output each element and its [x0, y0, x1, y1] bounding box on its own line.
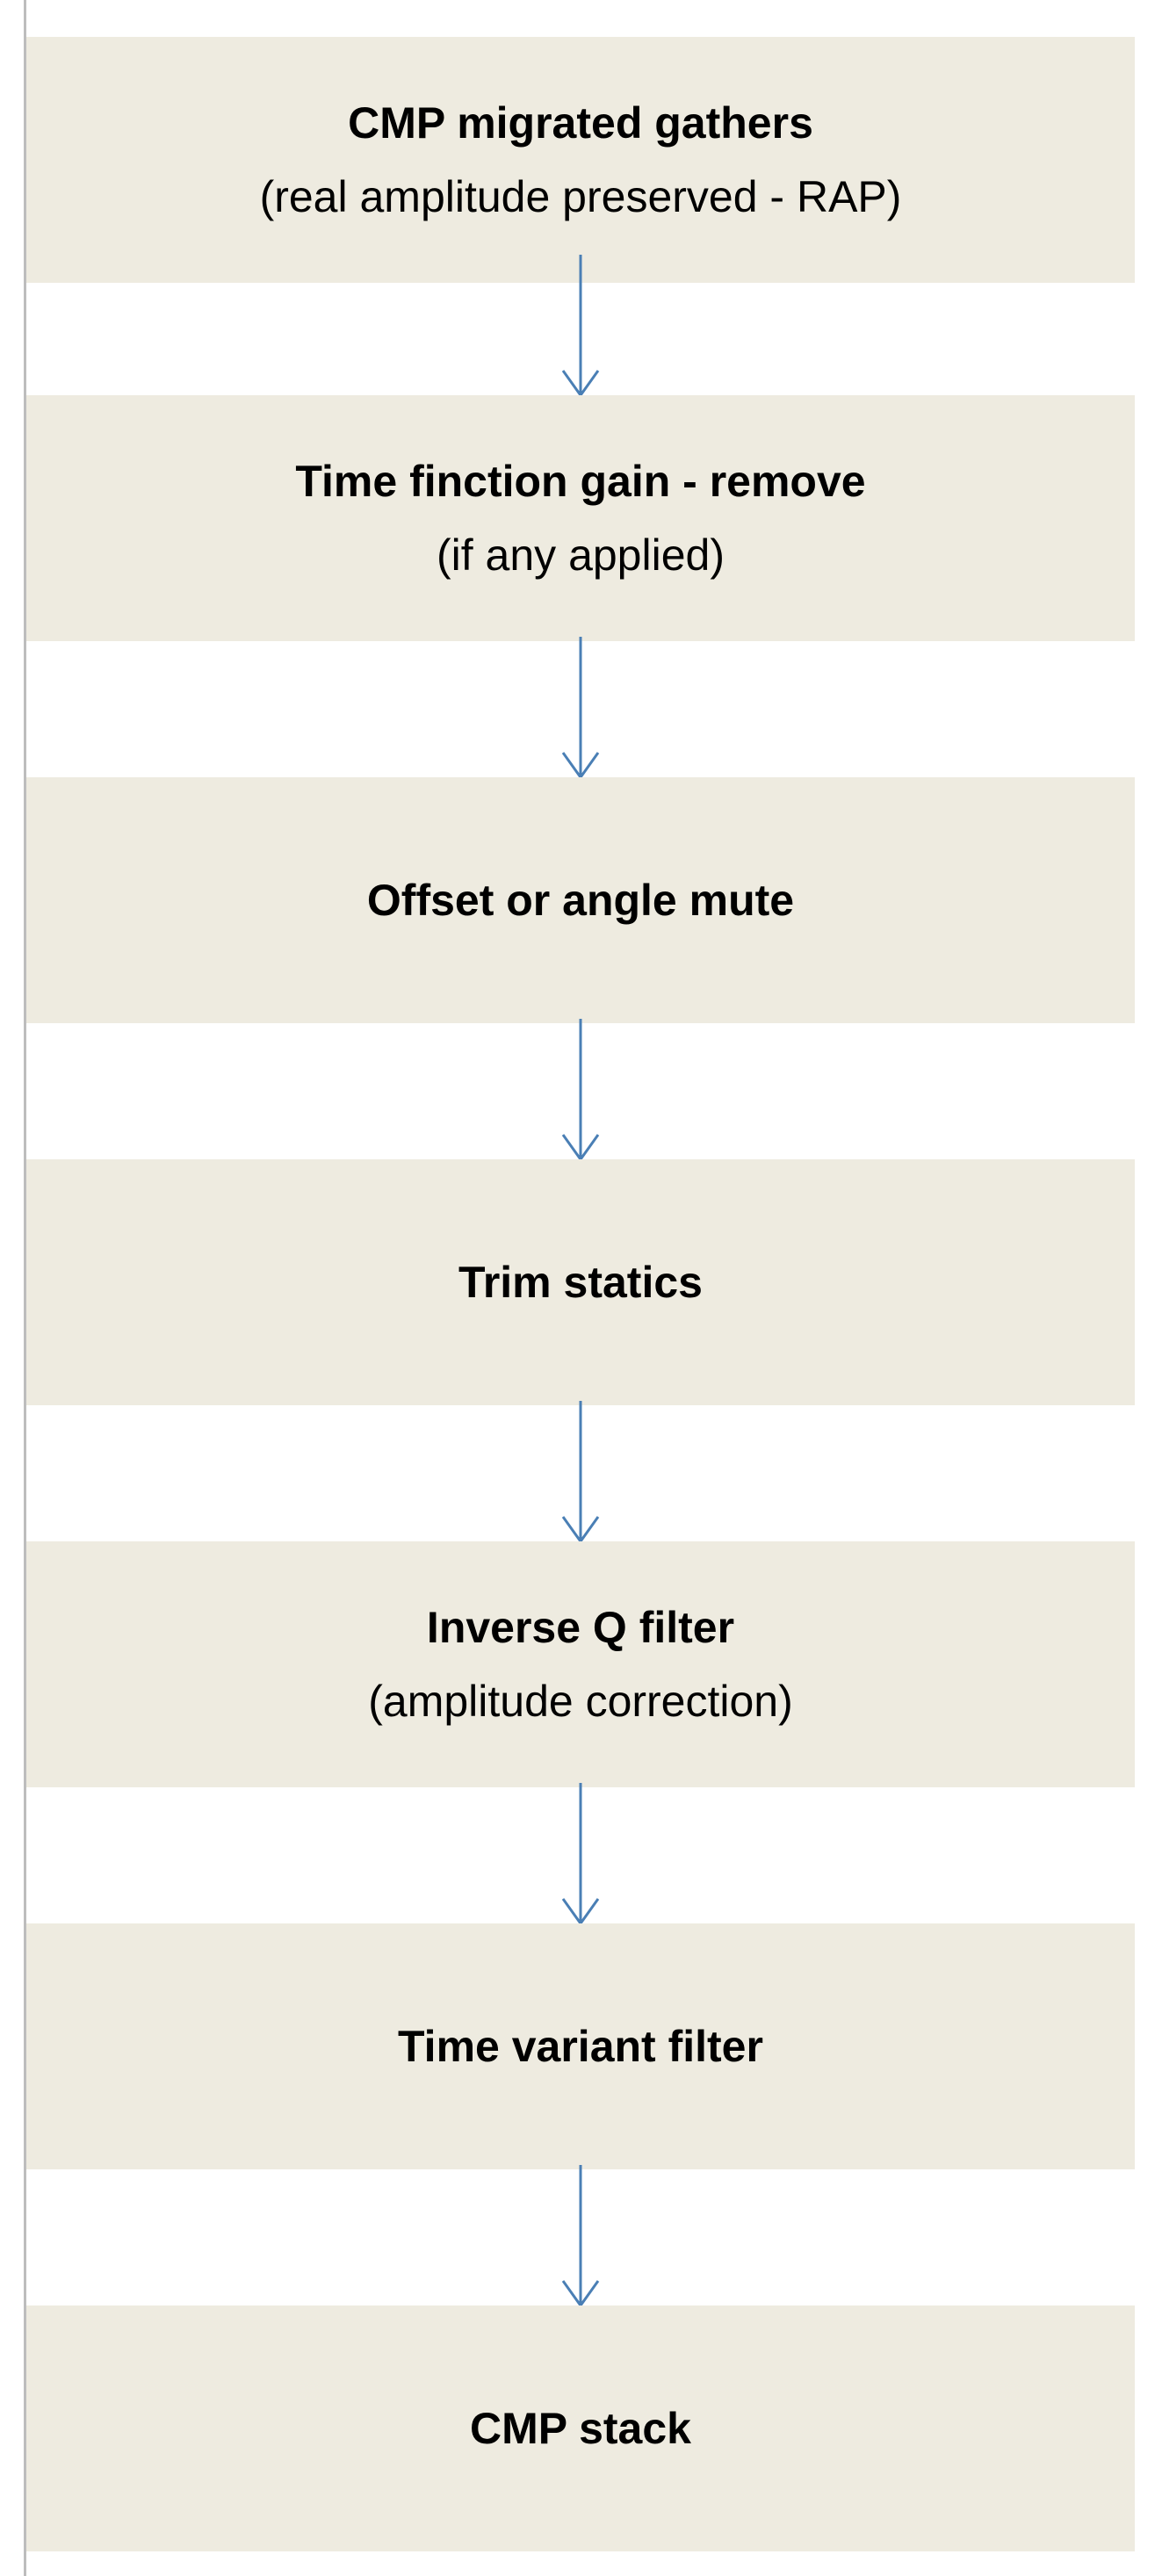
step-subtitle-5: (amplitude correction) — [368, 1677, 793, 1726]
step-title-5: Inverse Q filter — [426, 1603, 735, 1652]
step-box-4: Trim statics — [26, 1159, 1135, 1405]
flow-arrow-icon-6 — [561, 2165, 600, 2308]
step-box-5: Inverse Q filter (amplitude correction) — [26, 1541, 1135, 1787]
step-box-1: CMP migrated gathers (real amplitude pre… — [26, 37, 1135, 283]
flow-arrow-icon-2 — [561, 637, 600, 780]
step-subtitle-1: (real amplitude preserved - RAP) — [259, 172, 902, 221]
step-box-2: Time finction gain - remove (if any appl… — [26, 395, 1135, 641]
step-title-3: Offset or angle mute — [366, 876, 795, 925]
left-border-rule — [24, 0, 26, 2576]
step-box-7: CMP stack — [26, 2305, 1135, 2551]
flow-arrow-icon-4 — [561, 1401, 600, 1544]
step-box-6: Time variant filter — [26, 1923, 1135, 2169]
step-title-7: CMP stack — [470, 2404, 691, 2453]
step-title-2: Time finction gain - remove — [295, 457, 866, 506]
step-title-1: CMP migrated gathers — [348, 98, 813, 148]
step-title-6: Time variant filter — [398, 2022, 763, 2071]
step-box-3: Offset or angle mute — [26, 777, 1135, 1023]
flow-arrow-icon-1 — [561, 255, 600, 398]
step-title-4: Trim statics — [458, 1258, 703, 1307]
flow-arrow-icon-3 — [561, 1019, 600, 1162]
step-subtitle-2: (if any applied) — [437, 530, 725, 580]
flow-arrow-icon-5 — [561, 1783, 600, 1926]
